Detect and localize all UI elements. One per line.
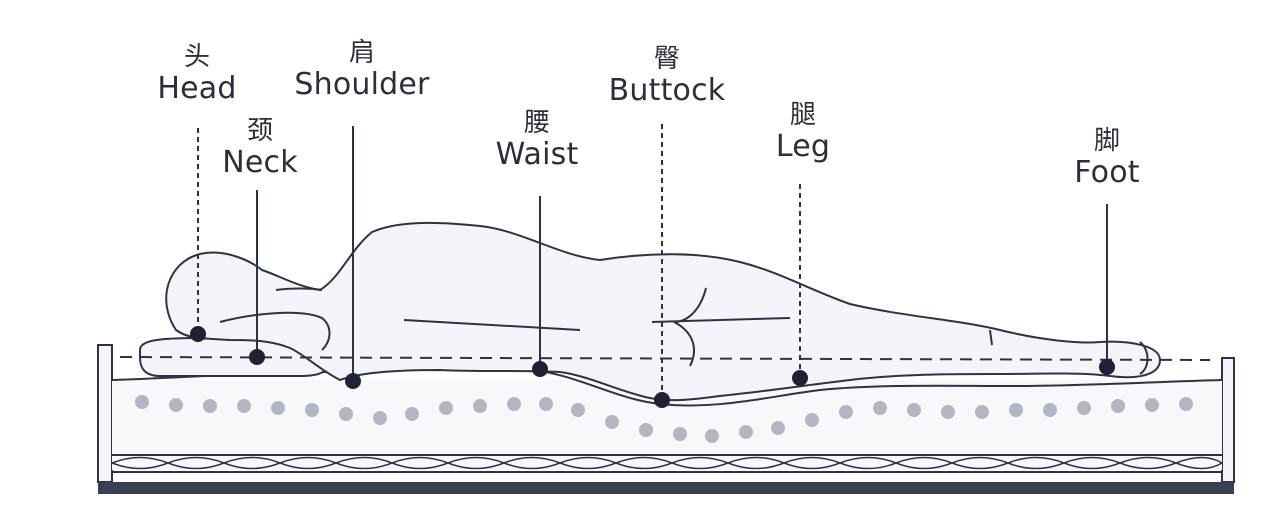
- head-label-en: Head: [157, 71, 237, 106]
- body-detail-lines: [219, 287, 1149, 375]
- buttock-label-zh: 臀: [653, 44, 680, 74]
- pressure-markers: [190, 326, 1115, 408]
- foot-label-en: Foot: [1074, 155, 1140, 190]
- mattress-base: [98, 482, 1234, 494]
- shoulder-label-zh: 肩: [348, 38, 376, 68]
- shoulder-label: 肩 Shoulder: [294, 40, 429, 100]
- leg-label-en: Leg: [775, 129, 831, 164]
- leg-label-zh: 腿: [789, 100, 817, 130]
- head-label: 头 Head: [157, 44, 236, 104]
- waist-label-zh: 腰: [523, 108, 551, 138]
- head-marker: [190, 326, 206, 342]
- foot-line: [1139, 341, 1149, 375]
- hand-line: [673, 287, 707, 367]
- knee-line: [989, 329, 993, 346]
- neck-label-zh: 颈: [246, 116, 274, 146]
- torso-line: [403, 319, 581, 331]
- arm-line: [219, 311, 331, 351]
- neck-label: 颈 Neck: [222, 118, 298, 178]
- leg-label: 腿 Leg: [776, 102, 830, 162]
- foot-marker: [1099, 359, 1115, 375]
- human-body: [165, 221, 1162, 402]
- head-label-zh: 头: [183, 42, 210, 72]
- mattress-right-post: [1221, 357, 1235, 483]
- buttock-label-en: Buttock: [608, 73, 726, 108]
- spring-coils: [111, 456, 1223, 470]
- shoulder-label-en: Shoulder: [294, 67, 430, 102]
- buttock-marker: [654, 392, 670, 408]
- leader-lines: [197, 124, 1108, 400]
- foam-cells: [135, 395, 1193, 443]
- neck-label-en: Neck: [222, 145, 298, 180]
- buttock-label: 臀 Buttock: [609, 46, 726, 106]
- shoulder-marker: [345, 373, 361, 389]
- alignment-dashed-line: [119, 356, 1211, 361]
- neck-line: [275, 287, 323, 291]
- mattress-left-post: [97, 344, 113, 483]
- waist-label: 腰 Waist: [496, 110, 579, 170]
- mattress: [97, 344, 1235, 494]
- neck-marker: [249, 349, 265, 365]
- waist-marker: [532, 361, 548, 377]
- foot-label-zh: 脚: [1093, 126, 1120, 156]
- foot-label: 脚 Foot: [1074, 128, 1139, 188]
- leg-marker: [792, 370, 808, 386]
- waist-label-en: Waist: [495, 137, 579, 172]
